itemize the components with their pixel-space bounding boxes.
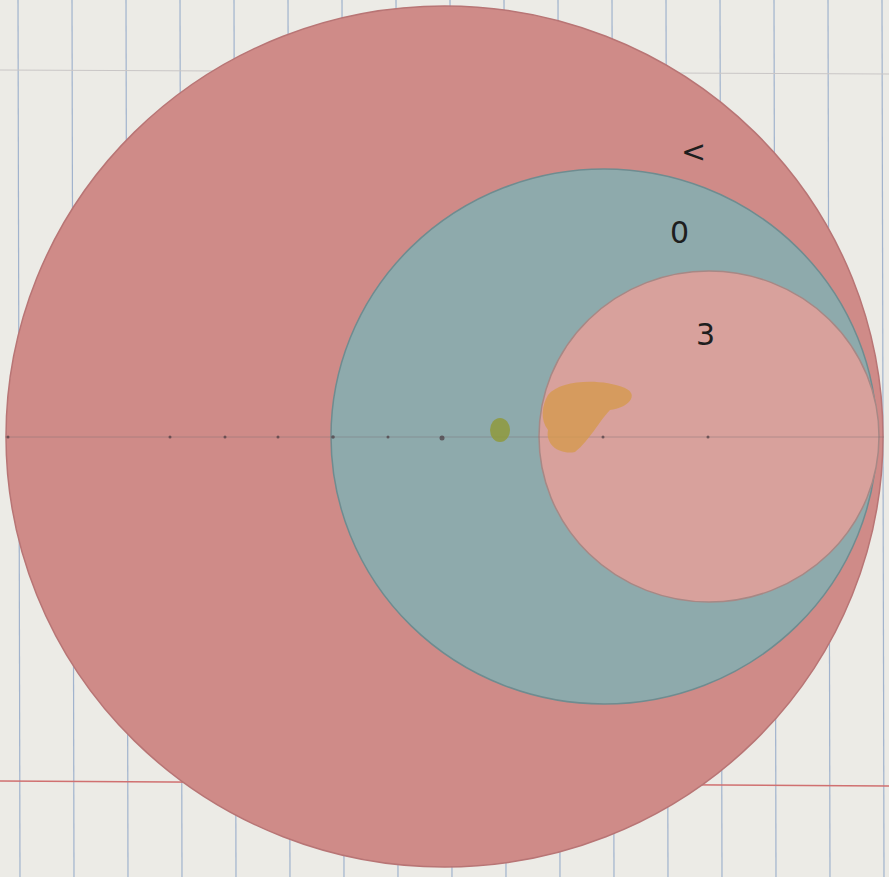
painted-circle: 03 [330,168,878,705]
painted-circle: <03 [5,5,884,868]
handwritten-mark: 3 [696,320,715,350]
handwritten-mark: 0 [670,218,689,248]
painted-circle: 3 [538,270,880,603]
handwritten-mark: < [681,137,706,167]
